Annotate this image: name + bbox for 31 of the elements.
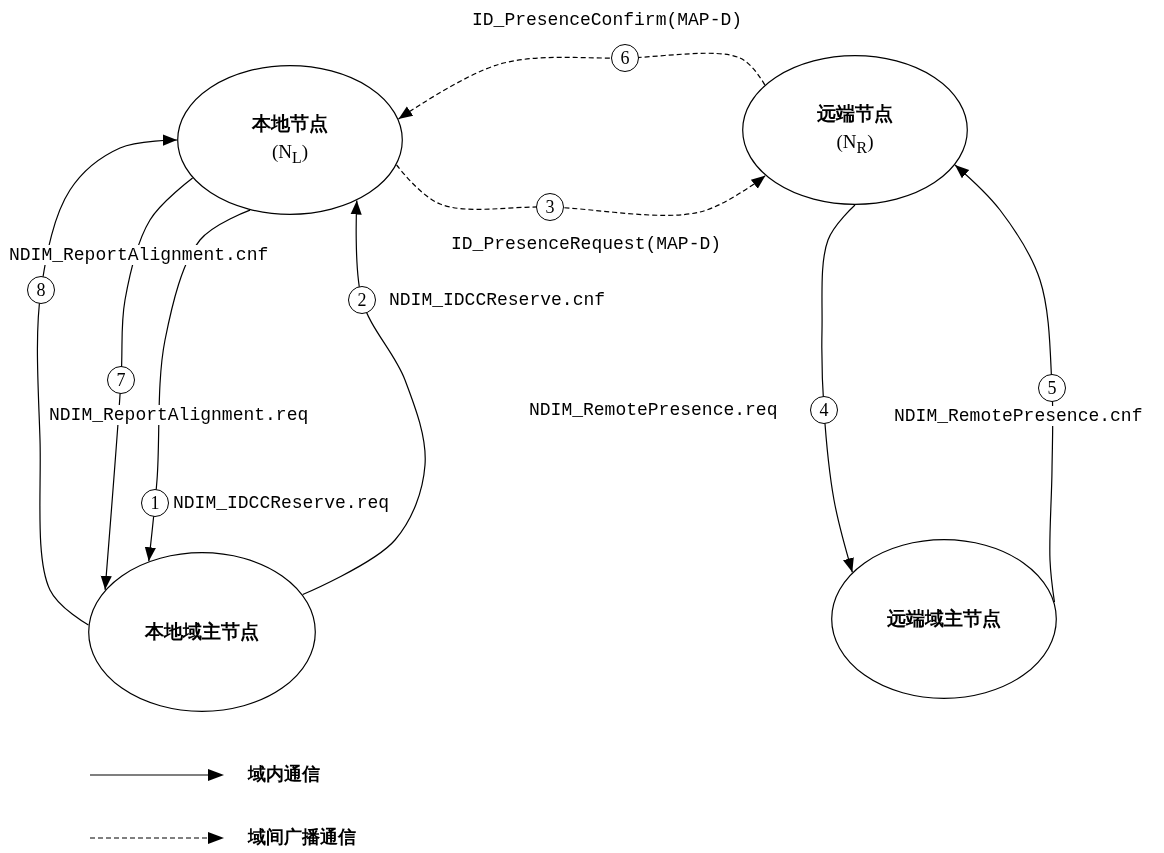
- step-number: 5: [1038, 374, 1066, 402]
- node-ellipse: [831, 539, 1057, 699]
- arrow: [397, 52, 766, 120]
- arrow: [395, 164, 766, 216]
- node-symbol: (N$_{R}$): [836, 130, 874, 159]
- step-number: 1: [141, 489, 169, 517]
- node-title: 本地域主节点: [145, 619, 259, 644]
- arrow: [821, 204, 856, 573]
- step-number: 3: [536, 193, 564, 221]
- edge-label: NDIM_ReportAlignment.req: [48, 405, 310, 425]
- edge-label: NDIM_RemotePresence.cnf: [893, 406, 1144, 426]
- node-title: 远端节点: [817, 102, 893, 126]
- node-ellipse: [742, 55, 968, 205]
- edge-label: NDIM_IDCCReserve.cnf: [388, 290, 607, 310]
- step-number: 7: [107, 366, 135, 394]
- node-title: 本地节点: [252, 112, 328, 136]
- legend-label: 域内通信: [248, 763, 320, 786]
- node-title: 远端域主节点: [887, 606, 1001, 631]
- arrow: [302, 199, 426, 596]
- step-number: 6: [611, 44, 639, 72]
- edge-label: NDIM_RemotePresence.req: [528, 400, 779, 420]
- step-number: 4: [810, 396, 838, 424]
- node-symbol: (N$_{L}$): [271, 140, 309, 169]
- step-number: 8: [27, 276, 55, 304]
- step-number: 2: [348, 286, 376, 314]
- edge-label: NDIM_ReportAlignment.cnf: [8, 245, 270, 265]
- edge-label: NDIM_IDCCReserve.req: [172, 493, 391, 513]
- node-ellipse: [177, 65, 403, 215]
- legend-label: 域间广播通信: [248, 826, 356, 849]
- arrow: [36, 134, 178, 626]
- node-ellipse: [88, 552, 316, 712]
